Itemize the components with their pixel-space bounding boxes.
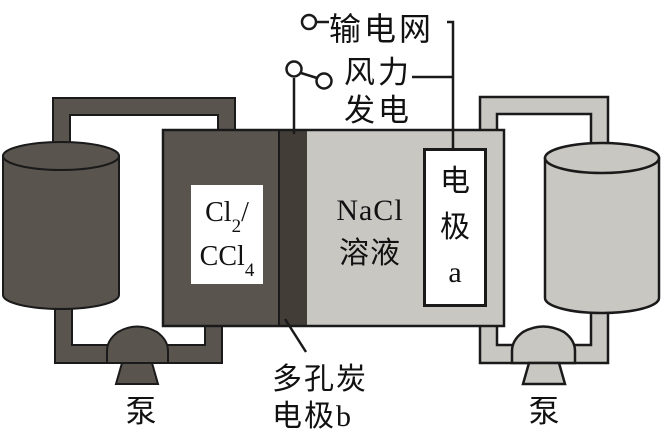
- right-pump-icon: [510, 325, 577, 386]
- grid-to-electrode-a-wire: [447, 20, 455, 150]
- cell-border: [161, 128, 506, 328]
- formula-line1: Cl2/: [205, 196, 249, 238]
- chlorine-formula-box: Cl2/ CCl4: [191, 185, 263, 284]
- nacl-solution-line2: 溶液: [339, 237, 401, 270]
- wind-power-label-line1: 风力: [344, 55, 412, 90]
- wind-power-label-line2: 发电: [344, 93, 412, 128]
- left-pump-label: 泵: [125, 394, 157, 429]
- nacl-solution-label: NaCl 溶液: [318, 189, 422, 275]
- right-tank-cylinder: [543, 141, 661, 315]
- terminal-node-icon: [300, 13, 318, 31]
- electrode-b-label-line1: 多孔炭: [272, 363, 368, 396]
- switch-icon: [285, 60, 333, 90]
- electrode-a-char2: 极: [440, 210, 470, 244]
- left-tank-cylinder: [2, 141, 120, 310]
- formula-line2: CCl4: [199, 240, 255, 282]
- electrode-a-box: 电 极 a: [423, 148, 487, 307]
- left-pump-icon: [106, 325, 169, 385]
- electrode-b-pointer-line: [283, 318, 308, 353]
- electrode-a-char1: 电: [440, 164, 470, 198]
- nacl-solution-line1: NaCl: [336, 194, 404, 227]
- electrode-b-label: 多孔炭 电极b: [272, 361, 368, 435]
- electrode-b-label-line2: 电极b: [272, 400, 353, 433]
- right-pump-label: 泵: [528, 394, 560, 429]
- power-grid-label: 输电网: [329, 11, 435, 47]
- electrode-a-char3: a: [448, 256, 462, 290]
- wind-power-label: 风力 发电: [344, 54, 412, 130]
- electrode-b-strip: [279, 130, 307, 326]
